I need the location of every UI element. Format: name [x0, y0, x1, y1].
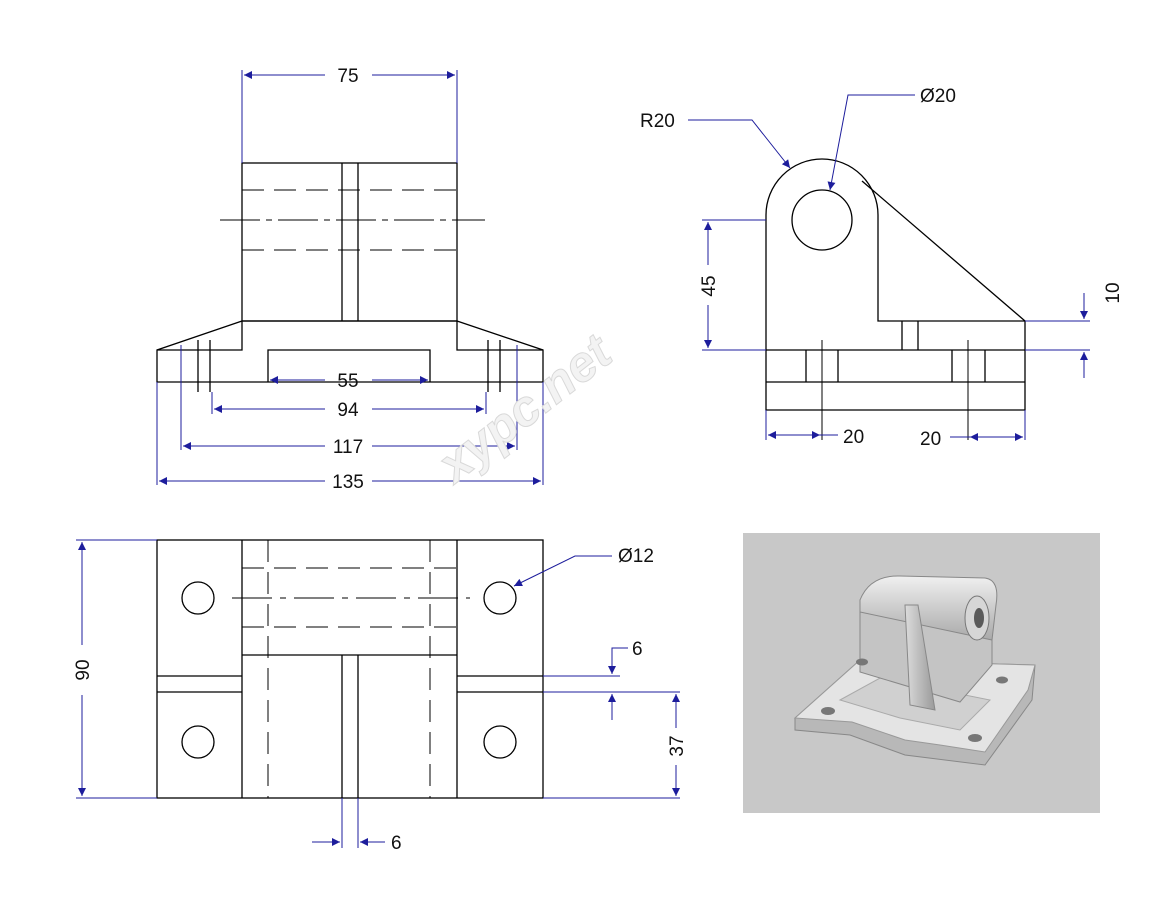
flange-step-left	[157, 321, 243, 351]
cylinder-boss-outline	[241, 162, 458, 322]
render-hole-1	[821, 707, 835, 715]
cylinder-top	[859, 575, 998, 641]
rib-slope	[861, 180, 1026, 322]
bore-circle	[791, 189, 853, 251]
front-view: 75 55 94 117 135	[156, 66, 544, 493]
dim-20r-text: 20	[920, 429, 941, 450]
r20-leader	[688, 119, 791, 169]
dim-10-text: 10	[1103, 282, 1124, 303]
side-profile-outline	[765, 158, 1026, 411]
isometric-render	[743, 533, 1100, 813]
top-outline	[156, 539, 544, 799]
render-hole-3	[968, 734, 982, 742]
r20-label: R20	[640, 111, 675, 132]
dim-75-text: 75	[337, 66, 358, 87]
dim-37-text: 37	[667, 735, 688, 756]
dim-6r-arrow-top	[608, 647, 628, 674]
dim-94-text: 94	[337, 400, 359, 421]
watermark: xypc.net	[425, 322, 624, 494]
dim-117-text: 117	[333, 437, 363, 458]
hole-leader	[513, 555, 612, 587]
dim-90-text: 90	[73, 659, 94, 680]
hole-label: Ø12	[618, 546, 654, 567]
dim-6b-text: 6	[391, 833, 402, 854]
dim-135-text: 135	[332, 472, 364, 493]
bore-leader	[827, 94, 915, 191]
hole-circle-tr	[483, 581, 517, 615]
hole-circle-bl	[181, 725, 215, 759]
render-hole-4	[996, 676, 1008, 684]
flange-step-right	[456, 321, 543, 351]
base-flange-outline	[156, 320, 544, 383]
dim-55-text: 55	[337, 371, 358, 392]
bore-label: Ø20	[920, 86, 956, 107]
dim-20l-text: 20	[843, 427, 864, 448]
side-view: R20 Ø20 45 10 20 20	[640, 86, 1124, 450]
slot-outline	[267, 349, 431, 382]
hole-circle-tl	[181, 581, 215, 615]
render-rib	[904, 604, 936, 711]
hole-circle-br	[483, 725, 517, 759]
render-hole-2	[856, 658, 868, 666]
render-bore-hole	[974, 608, 984, 628]
dim-6r-text: 6	[632, 639, 643, 660]
top-view: Ø12 90 6 37 6	[73, 539, 688, 854]
dim-45-text: 45	[699, 275, 720, 296]
